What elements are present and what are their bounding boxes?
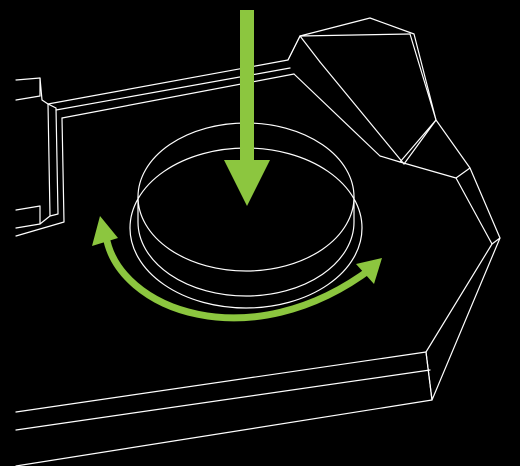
device-housing	[15, 17, 501, 466]
rotate-arrow-head-left	[92, 216, 118, 246]
curved-double-arrow-icon	[92, 216, 382, 322]
press-arrow-shaft	[240, 10, 254, 170]
press-arrow-head	[224, 160, 270, 206]
arrow-down-icon	[224, 10, 270, 206]
rotate-arrow-head-right	[356, 258, 382, 284]
rotate-arrow-arc	[102, 235, 375, 322]
knob-side-wall	[137, 196, 355, 297]
